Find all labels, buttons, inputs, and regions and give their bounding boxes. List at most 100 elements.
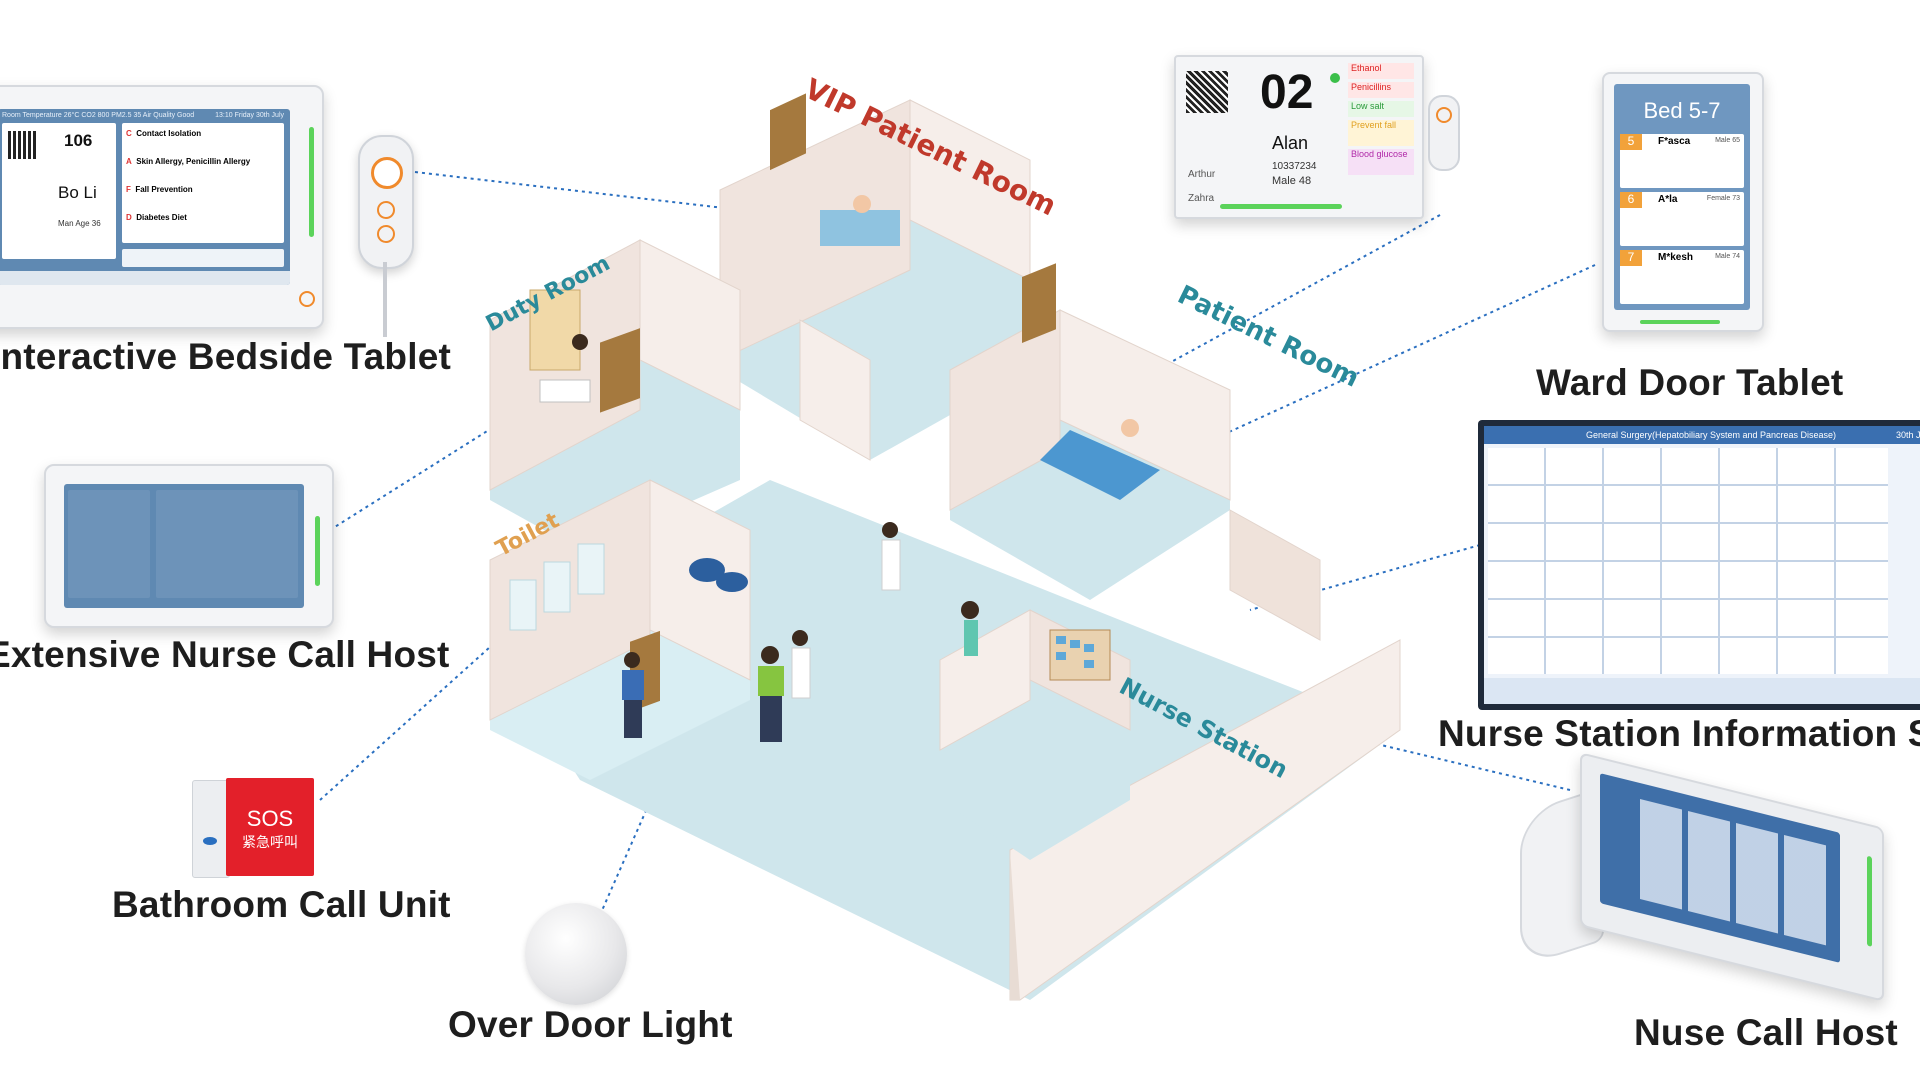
bed-card[interactable]: 7 M*kesh Male 74 [1620, 250, 1744, 304]
label-door-light: Over Door Light [448, 1004, 733, 1045]
keypad[interactable] [68, 490, 150, 598]
reset-button[interactable] [203, 837, 217, 845]
extensive-nurse-call-host [44, 464, 334, 628]
station-nav-bar[interactable] [1484, 678, 1920, 704]
floor-plan [489, 93, 1401, 1001]
ext-host-screen [64, 484, 304, 608]
connector-call-host [1254, 714, 1571, 791]
bedside-patient-meta: Man Age 36 [58, 219, 101, 228]
phone-icon[interactable] [371, 157, 403, 189]
bedside-header: Room Temperature 26°C CO2 800 PM2.5 35 A… [2, 112, 195, 119]
toilet-room [489, 479, 751, 780]
bed-patient-meta: Female 73 [1706, 195, 1740, 202]
handset-cable [383, 262, 387, 337]
station-header-title: General Surgery(Hepatobiliary System and… [1585, 430, 1837, 440]
patient-room [949, 263, 1321, 641]
mini-handset[interactable] [1428, 95, 1460, 171]
display-bed-no: 02 [1260, 66, 1314, 119]
bed-patient-name: F*asca [1658, 136, 1691, 147]
qr-code-icon [1186, 71, 1228, 113]
bed-patient-name: M*kesh [1658, 252, 1694, 263]
host-call-grid[interactable] [1640, 799, 1830, 947]
station-header-date: 30th July [1895, 430, 1920, 440]
corridor-people [622, 522, 901, 742]
call-button-icon[interactable] [299, 291, 315, 307]
handset[interactable] [358, 135, 414, 269]
nurse-station [939, 601, 1131, 860]
sos-button[interactable]: SOS 紧急呼叫 [226, 778, 314, 876]
bedside-tablet: Room Temperature 26°C CO2 800 PM2.5 35 A… [0, 85, 324, 329]
tag-item: Penicillins [1348, 82, 1414, 98]
label-extensive-host: Extensive Nurse Call Host [0, 634, 450, 675]
tag-item: Ethanol [1348, 63, 1414, 79]
bedside-notes [122, 249, 284, 267]
bed-grid[interactable] [1488, 448, 1888, 674]
station-header: General Surgery(Hepatobiliary System and… [1484, 426, 1920, 444]
display-patient-id: 10337234 [1272, 161, 1317, 172]
alert-code: F [126, 185, 131, 194]
alert-code: D [126, 213, 132, 222]
status-light-bar [1640, 320, 1720, 324]
assist-icon[interactable] [377, 225, 395, 243]
duty-room [489, 239, 741, 550]
call-list[interactable] [156, 490, 298, 598]
ward-door-title: Bed 5-7 [1643, 98, 1721, 123]
nurse-station-screen-display: General Surgery(Hepatobiliary System and… [1484, 426, 1920, 704]
display-doctor: Arthur [1188, 169, 1216, 180]
display-nurse: Zahra [1188, 193, 1215, 204]
display-patient-meta: Male 48 [1272, 175, 1312, 187]
sos-subtext: 紧急呼叫 [242, 835, 298, 851]
ward-door-tablet: Bed 5-7 5 F*asca Male 65 6 A*la Female 7… [1602, 72, 1764, 332]
alert-item: Diabetes Diet [136, 213, 187, 222]
bedside-time: 13:10 Friday 30th July [215, 112, 284, 119]
host-body [1580, 752, 1884, 1002]
host-screen[interactable] [1600, 773, 1840, 963]
alert-code: C [126, 129, 132, 138]
over-door-light [525, 903, 627, 1005]
bathroom-unit-body [192, 780, 230, 878]
ward-door-screen: Bed 5-7 5 F*asca Male 65 6 A*la Female 7… [1614, 84, 1750, 310]
status-light-bar [1867, 855, 1872, 947]
nurse-call-host [1520, 752, 1900, 1002]
label-bedside-tablet: Interactive Bedside Tablet [0, 336, 451, 377]
tag-item: Low salt [1348, 101, 1414, 117]
status-light-bar [315, 516, 320, 586]
bed-card[interactable]: 6 A*la Female 73 [1620, 192, 1744, 246]
alert-item: Fall Prevention [135, 185, 193, 194]
status-light-bar [1220, 204, 1342, 209]
bedside-nav-bar[interactable] [0, 271, 290, 285]
qr-code-icon [8, 131, 36, 159]
tag-item: Prevent fall [1348, 120, 1414, 146]
bed-patient-meta: Male 65 [1715, 137, 1740, 144]
display-tags: Ethanol Penicillins Low salt Prevent fal… [1348, 63, 1414, 191]
label-nurse-call-host: Nuse Call Host [1634, 1012, 1898, 1053]
alert-item: Contact Isolation [136, 129, 202, 138]
bed-patient-name: A*la [1658, 194, 1678, 205]
bedside-room-no: 106 [64, 131, 93, 150]
tag-item: Blood glucose [1348, 149, 1414, 175]
bedside-patient-name: Bo Li [58, 183, 97, 202]
connector-display-patient [1119, 214, 1441, 391]
nurse-station-screen: General Surgery(Hepatobiliary System and… [1478, 420, 1920, 710]
bed-number: 5 [1620, 134, 1642, 150]
bed-number: 7 [1620, 250, 1642, 266]
display-patient-name: Alan [1272, 133, 1309, 153]
alert-item: Skin Allergy, Penicillin Allergy [136, 157, 251, 166]
bedside-patient-card: 106 Bo Li Man Age 36 [2, 123, 116, 259]
connector-station-screen [1249, 544, 1481, 611]
label-ward-door-tablet: Ward Door Tablet [1536, 362, 1844, 403]
patient-display: Arthur Zahra 02 Alan 10337234 Male 48 Et… [1174, 55, 1424, 219]
bedside-tablet-screen: Room Temperature 26°C CO2 800 PM2.5 35 A… [0, 109, 290, 285]
bedside-alerts: C Contact Isolation A Skin Allergy, Peni… [122, 123, 284, 243]
status-dot [1330, 73, 1340, 83]
sos-text: SOS [246, 806, 294, 831]
bed-patient-meta: Male 74 [1715, 253, 1740, 260]
label-nurse-station-screen: Nurse Station Information Sc [1438, 713, 1920, 754]
status-light-bar [309, 127, 314, 237]
connector-bathroom-toilet [319, 619, 521, 801]
phone-icon[interactable] [1436, 107, 1452, 123]
bed-card[interactable]: 5 F*asca Male 65 [1620, 134, 1744, 188]
alert-code: A [126, 157, 132, 166]
bed-number: 6 [1620, 192, 1642, 208]
light-icon[interactable] [377, 201, 395, 219]
